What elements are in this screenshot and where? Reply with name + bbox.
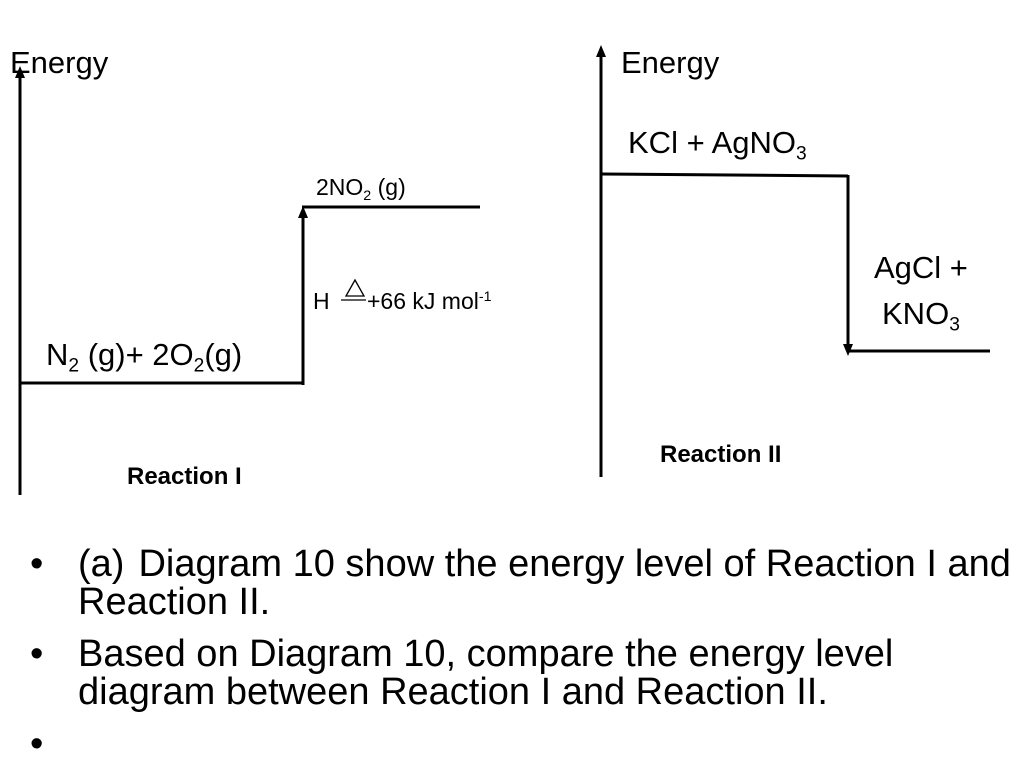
bullet-text: Based on Diagram 10, compare the energy … — [78, 633, 894, 713]
diagram1-enthalpy-arrowhead — [298, 206, 308, 218]
diagram2-reactant-level — [600, 172, 849, 178]
enthalpy-h-label: H — [313, 288, 330, 314]
reaction2-caption: Reaction II — [660, 441, 782, 468]
enthalpy-value: +66 kJ mol — [367, 288, 479, 314]
diagram2-energy-label: Energy — [621, 45, 720, 80]
no2-state-text: (g) — [371, 174, 406, 200]
diagram1-energy-label: Energy — [10, 45, 109, 80]
diagram2-axis-arrowhead — [596, 45, 606, 57]
kno3-text: KNO — [882, 296, 950, 331]
enthalpy-exponent: -1 — [478, 289, 492, 306]
kcl-agno3-text: KCl + AgNO — [628, 125, 796, 160]
o2-state-text: (g) — [204, 337, 243, 372]
no2-text: 2NO — [316, 174, 364, 200]
o2-subscript: 2 — [193, 355, 205, 377]
reaction1-reactants-label: N2 (g)+ 2O2(g) — [46, 337, 243, 376]
bullet-item: (a)Diagram 10 show the energy level of R… — [30, 545, 1020, 621]
diagram1-axis-arrowhead — [15, 66, 25, 78]
bullet-prefix: (a) — [78, 543, 125, 585]
n2-subscript: 2 — [68, 355, 80, 377]
reaction2-products-line1: AgCl + — [874, 250, 968, 285]
energy-level-diagrams — [15, 45, 990, 495]
no2-subscript: 2 — [363, 187, 372, 204]
bullet-text: Diagram 10 show the energy level of Reac… — [78, 543, 1011, 623]
enthalpy-value-label: +66 kJ mol-1 — [367, 290, 492, 313]
n2-text: N — [46, 337, 69, 372]
bullet-item: Based on Diagram 10, compare the energy … — [30, 635, 1020, 711]
reaction1-caption: Reaction I — [127, 463, 242, 490]
kno3-subscript: 3 — [949, 314, 960, 336]
reaction2-products-line2: KNO3 — [882, 296, 960, 335]
n2-state-text: (g)+ 2O — [79, 337, 194, 372]
question-bullets: (a)Diagram 10 show the energy level of R… — [30, 545, 1020, 763]
agno3-subscript: 3 — [796, 143, 807, 165]
delta-triangle-icon — [344, 278, 366, 297]
reaction1-products-label: 2NO2 (g) — [316, 174, 406, 204]
reaction2-reactants-label: KCl + AgNO3 — [628, 125, 807, 164]
